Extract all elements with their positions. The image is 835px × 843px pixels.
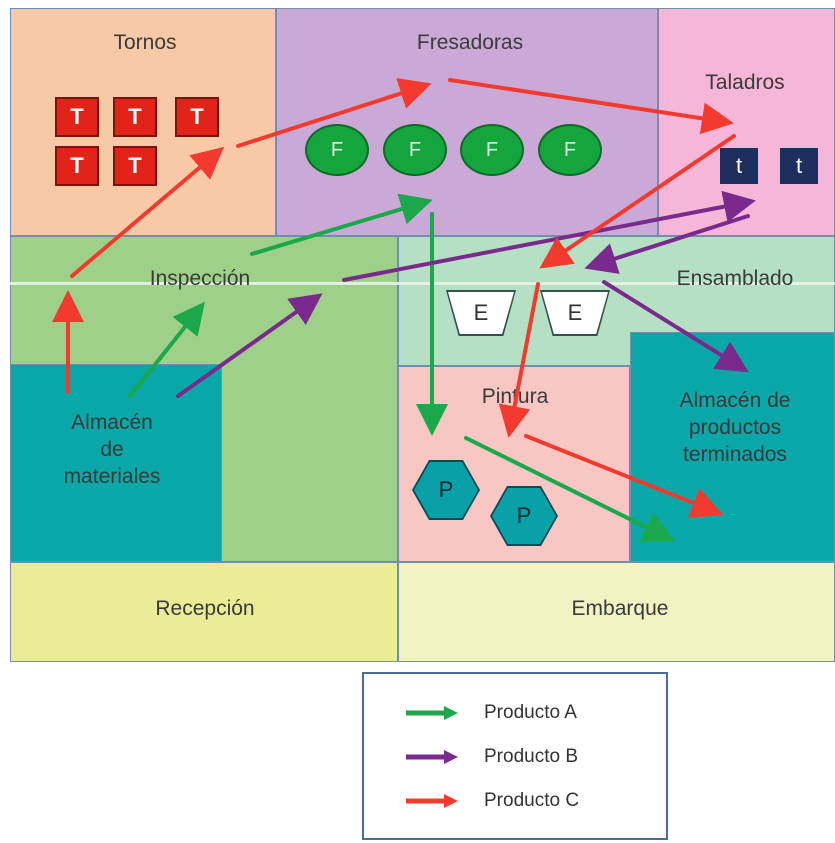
- legend-label: Producto C: [484, 790, 580, 811]
- label-fresadoras: Fresadoras: [416, 31, 524, 54]
- legend-label: Producto B: [484, 746, 578, 767]
- torno-machine: T: [55, 146, 99, 186]
- legend-item-b: Producto B: [404, 745, 578, 769]
- legend-arrow-icon: [406, 706, 458, 720]
- label-ensamblado: Ensamblado: [676, 267, 794, 290]
- zone-taladros: [658, 8, 835, 236]
- ensamble-station: E: [448, 292, 514, 334]
- zone-embarque: [398, 562, 835, 662]
- fresadora-machine: F: [305, 124, 369, 176]
- torno-machine: T: [55, 97, 99, 137]
- legend-item-a: Producto A: [404, 701, 577, 725]
- legend-item-c: Producto C: [404, 789, 579, 813]
- label-tornos: Tornos: [113, 31, 177, 54]
- label-almacen-terminados: Almacén de productos terminados: [679, 389, 791, 466]
- legend-arrow-icon: [406, 794, 458, 808]
- label-almacen-materiales: Almacén de materiales: [63, 411, 161, 488]
- fresadora-machine: F: [383, 124, 447, 176]
- legend: Producto A Producto B Producto C: [362, 672, 668, 840]
- torno-machine: T: [175, 97, 219, 137]
- torno-machine: T: [113, 146, 157, 186]
- fresadora-machine: F: [460, 124, 524, 176]
- fresadora-machine: F: [538, 124, 602, 176]
- label-recepcion: Recepción: [155, 597, 255, 620]
- torno-machine: T: [113, 97, 157, 137]
- taladro-machine: t: [720, 148, 758, 184]
- label-inspeccion: Inspección: [149, 267, 251, 290]
- ensamble-station: E: [542, 292, 608, 334]
- label-pintura: Pintura: [481, 385, 549, 408]
- zone-recepcion: [10, 562, 398, 662]
- taladro-machine: t: [780, 148, 818, 184]
- legend-label: Producto A: [484, 702, 577, 723]
- legend-arrow-icon: [406, 750, 458, 764]
- label-taladros: Taladros: [705, 71, 785, 94]
- divider-line: [10, 282, 835, 285]
- label-embarque: Embarque: [571, 597, 669, 620]
